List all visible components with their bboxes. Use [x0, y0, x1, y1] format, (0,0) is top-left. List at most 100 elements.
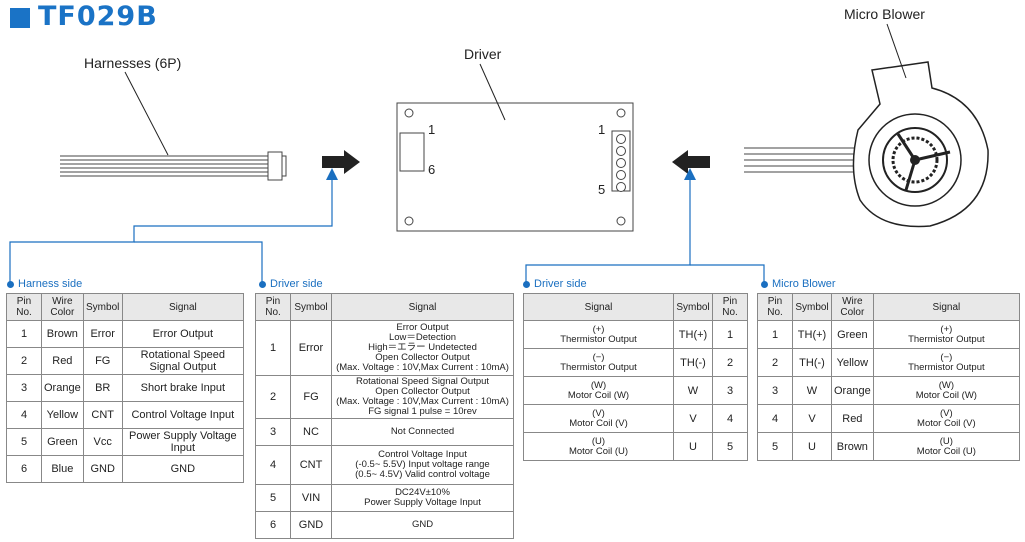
table-cell: W	[673, 376, 713, 405]
table-cell: Rotational Speed Signal Output	[121, 347, 245, 375]
signal-line: (+)	[940, 323, 953, 335]
signal-cell: (V)Motor Coil (V)	[872, 404, 1021, 433]
col-header: Pin No.	[6, 293, 42, 321]
table-cell: Error Output	[121, 320, 245, 348]
col-header: Pin No.	[757, 293, 793, 321]
micro-blower-illustration	[744, 23, 989, 228]
table-cell: 2	[712, 348, 748, 377]
signal-cell: (−)Thermistor Output	[523, 348, 674, 377]
table-cell: TH(+)	[792, 320, 832, 349]
table-cell: Short brake Input	[121, 374, 245, 402]
table-cell: 3	[255, 418, 291, 446]
signal-line: Low＝Detection	[388, 332, 457, 343]
signal-line: Control Voltage Input	[378, 449, 467, 460]
table-cell: Orange	[41, 374, 84, 402]
table-cell: 3	[6, 374, 42, 402]
table-cell: 4	[757, 404, 793, 433]
signal-cell: (U)Motor Coil (U)	[872, 432, 1021, 461]
table-cell: 1	[6, 320, 42, 348]
connector-lines	[9, 176, 765, 284]
signal-line: Thermistor Output	[908, 333, 985, 345]
signal-line: Thermistor Output	[560, 333, 637, 345]
col-header: Symbol	[82, 293, 123, 321]
table-cell: Brown	[831, 432, 874, 461]
signal-line: (W)	[590, 379, 607, 391]
table-cell: 6	[6, 455, 42, 483]
harnesses-label: Harnesses (6P)	[84, 55, 182, 71]
table-cell: Brown	[41, 320, 84, 348]
signal-line: DC24V±10%	[395, 487, 450, 498]
table-cell: Red	[831, 404, 874, 433]
signal-line: Error Output	[396, 322, 449, 333]
signal-line: (V)	[940, 407, 953, 419]
col-header: Wire Color	[831, 293, 874, 321]
driver-label: Driver	[464, 46, 502, 62]
title-square-icon	[10, 8, 30, 28]
signal-cell: (W)Motor Coil (W)	[523, 376, 674, 405]
signal-line: GND	[411, 519, 434, 530]
table-cell: Orange	[831, 376, 874, 405]
page-title: TF029B	[38, 1, 158, 32]
driver-pin1-left-label: 1	[428, 122, 436, 137]
signal-line: (-0.5~ 5.5V) Input voltage range	[355, 459, 490, 470]
signal-line: Thermistor Output	[908, 361, 985, 373]
table-cell: 2	[6, 347, 42, 375]
signal-line: (V)	[592, 407, 605, 419]
table-cell: 4	[712, 404, 748, 433]
table-cell: Error	[82, 320, 123, 348]
table-cell: Yellow	[831, 348, 874, 377]
signal-line: (W)	[938, 379, 954, 391]
bullet-icon	[761, 280, 768, 288]
signal-line: (+)	[592, 323, 605, 335]
signal-line: Motor Coil (U)	[568, 445, 629, 457]
table-cell: V	[792, 404, 832, 433]
col-header: Symbol	[673, 293, 713, 321]
table-cell: GND	[121, 455, 245, 483]
bullet-icon	[7, 280, 14, 288]
signal-line: Motor Coil (W)	[567, 389, 630, 401]
signal-cell: DC24V±10%Power Supply Voltage Input	[331, 484, 514, 512]
harness-illustration	[60, 71, 287, 181]
col-header: Signal	[331, 293, 514, 321]
table-cell: BR	[82, 374, 123, 402]
driver-side-heading-right: Driver side	[523, 278, 587, 290]
signal-line: Power Supply Voltage Input	[364, 497, 481, 508]
signal-cell: Not Connected	[331, 418, 514, 446]
signal-line: Rotational Speed Signal Output	[355, 376, 490, 387]
table-cell: Power Supply Voltage Input	[121, 428, 245, 456]
table-cell: CNT	[82, 401, 123, 429]
signal-cell: (−)Thermistor Output	[872, 348, 1021, 377]
table-cell: TH(-)	[792, 348, 832, 377]
signal-line: FG signal 1 pulse = 10rev	[368, 406, 477, 417]
table-cell: 1	[757, 320, 793, 349]
col-header: Symbol	[792, 293, 832, 321]
table-cell: Red	[41, 347, 84, 375]
col-header: Symbol	[290, 293, 332, 321]
driver-pin5-right-label: 5	[598, 182, 606, 197]
table-cell: FG	[290, 375, 332, 419]
table-cell: NC	[290, 418, 332, 446]
driver-pin6-left-label: 6	[428, 162, 436, 177]
bullet-icon	[523, 280, 530, 288]
table-cell: Yellow	[41, 401, 84, 429]
col-header: Pin No.	[712, 293, 748, 321]
signal-cell: (W)Motor Coil (W)	[872, 376, 1021, 405]
signal-line: Motor Coil (W)	[915, 389, 977, 401]
signal-cell: (+)Thermistor Output	[523, 320, 674, 349]
